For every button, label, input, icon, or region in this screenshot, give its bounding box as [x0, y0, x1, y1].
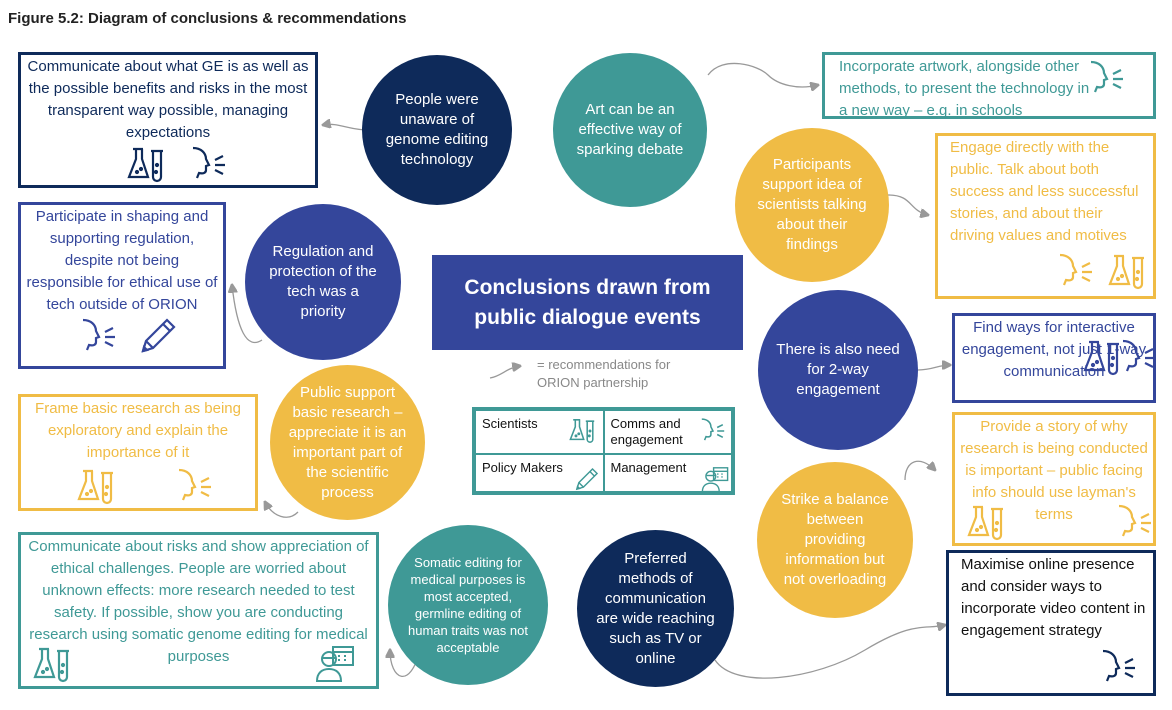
- legend-label: Management: [610, 460, 687, 475]
- rec-engage-directly: Engage directly with the public. Talk ab…: [935, 133, 1156, 299]
- legend-label: Scientists: [482, 416, 538, 431]
- conclusion-unaware: People were unaware of genome editing te…: [362, 55, 512, 205]
- figure-title: Figure 5.2: Diagram of conclusions & rec…: [8, 10, 407, 27]
- speaking-face-icon: [1056, 252, 1096, 292]
- rec-communicate-ge: Communicate about what GE is as well as …: [18, 52, 318, 188]
- speaking-face-icon: [1087, 59, 1127, 99]
- rec-text: Frame basic research as being explorator…: [35, 400, 241, 461]
- rec-text: Communicate about risks and show appreci…: [28, 538, 369, 665]
- conclusion-regulation: Regulation and protection of the tech wa…: [245, 204, 401, 360]
- flask-icon: [569, 417, 597, 445]
- legend-comms: Comms and engagement: [603, 410, 732, 454]
- legend-table: Scientists Comms and engagement Policy M…: [472, 407, 735, 495]
- conclusion-basic-research: Public support basic research – apprecia…: [270, 365, 425, 520]
- speaking-face-icon: [79, 317, 119, 357]
- flask-icon: [77, 467, 117, 507]
- conclusion-media: Preferred methods of communication are w…: [577, 530, 734, 687]
- speaking-face-icon: [1099, 648, 1139, 688]
- rec-risks: Communicate about risks and show appreci…: [18, 532, 379, 689]
- conclusion-somatic: Somatic editing for medical purposes is …: [388, 525, 548, 685]
- flask-icon: [1108, 252, 1148, 292]
- legend-management: Management: [603, 454, 732, 493]
- conclusion-balance: Strike a balance between providing infor…: [757, 462, 913, 618]
- rec-artwork: Incorporate artwork, alongside other met…: [822, 52, 1156, 119]
- flask-icon: [967, 503, 1007, 543]
- rec-story: Provide a story of why research is being…: [952, 412, 1156, 546]
- legend-label: Comms and engagement: [610, 416, 683, 447]
- rec-text: Participate in shaping and supporting re…: [26, 208, 218, 313]
- rec-basic-research: Frame basic research as being explorator…: [18, 394, 258, 511]
- conclusion-scientists-talking: Participants support idea of scientists …: [735, 128, 889, 282]
- central-title: Conclusions drawn from public dialogue e…: [432, 255, 743, 350]
- manager-icon: [315, 643, 355, 683]
- rec-text: Maximise online presence and consider wa…: [961, 556, 1146, 639]
- conclusion-2-way: There is also need for 2-way engagement: [758, 290, 918, 450]
- rec-regulation: Participate in shaping and supporting re…: [18, 202, 226, 369]
- pencil-icon: [573, 467, 599, 493]
- rec-text: Communicate about what GE is as well as …: [27, 58, 309, 141]
- flask-icon: [127, 145, 167, 185]
- legend-note: = recommendations for ORION partnership: [537, 357, 671, 390]
- rec-text: Incorporate artwork, alongside other met…: [839, 58, 1090, 119]
- rec-text: Engage directly with the public. Talk ab…: [950, 139, 1139, 244]
- legend-label: Policy Makers: [482, 460, 563, 475]
- speaking-face-icon: [189, 145, 229, 185]
- conclusion-art: Art can be an effective way of sparking …: [553, 53, 707, 207]
- rec-text: Provide a story of why research is being…: [960, 418, 1148, 523]
- manager-icon: [701, 465, 729, 493]
- pencil-icon: [137, 317, 177, 357]
- speaking-face-icon: [1115, 503, 1155, 543]
- flask-icon: [33, 645, 73, 685]
- rec-interactive: Find ways for interactive engagement, no…: [952, 313, 1156, 403]
- flask-icon: [1083, 338, 1123, 378]
- legend-policy: Policy Makers: [475, 454, 604, 492]
- speaking-face-icon: [699, 417, 727, 445]
- rec-text: Find ways for interactive engagement, no…: [961, 319, 1147, 380]
- speaking-face-icon: [1119, 338, 1159, 378]
- rec-online: Maximise online presence and consider wa…: [946, 550, 1156, 696]
- speaking-face-icon: [175, 467, 215, 507]
- legend-scientists: Scientists: [475, 410, 604, 454]
